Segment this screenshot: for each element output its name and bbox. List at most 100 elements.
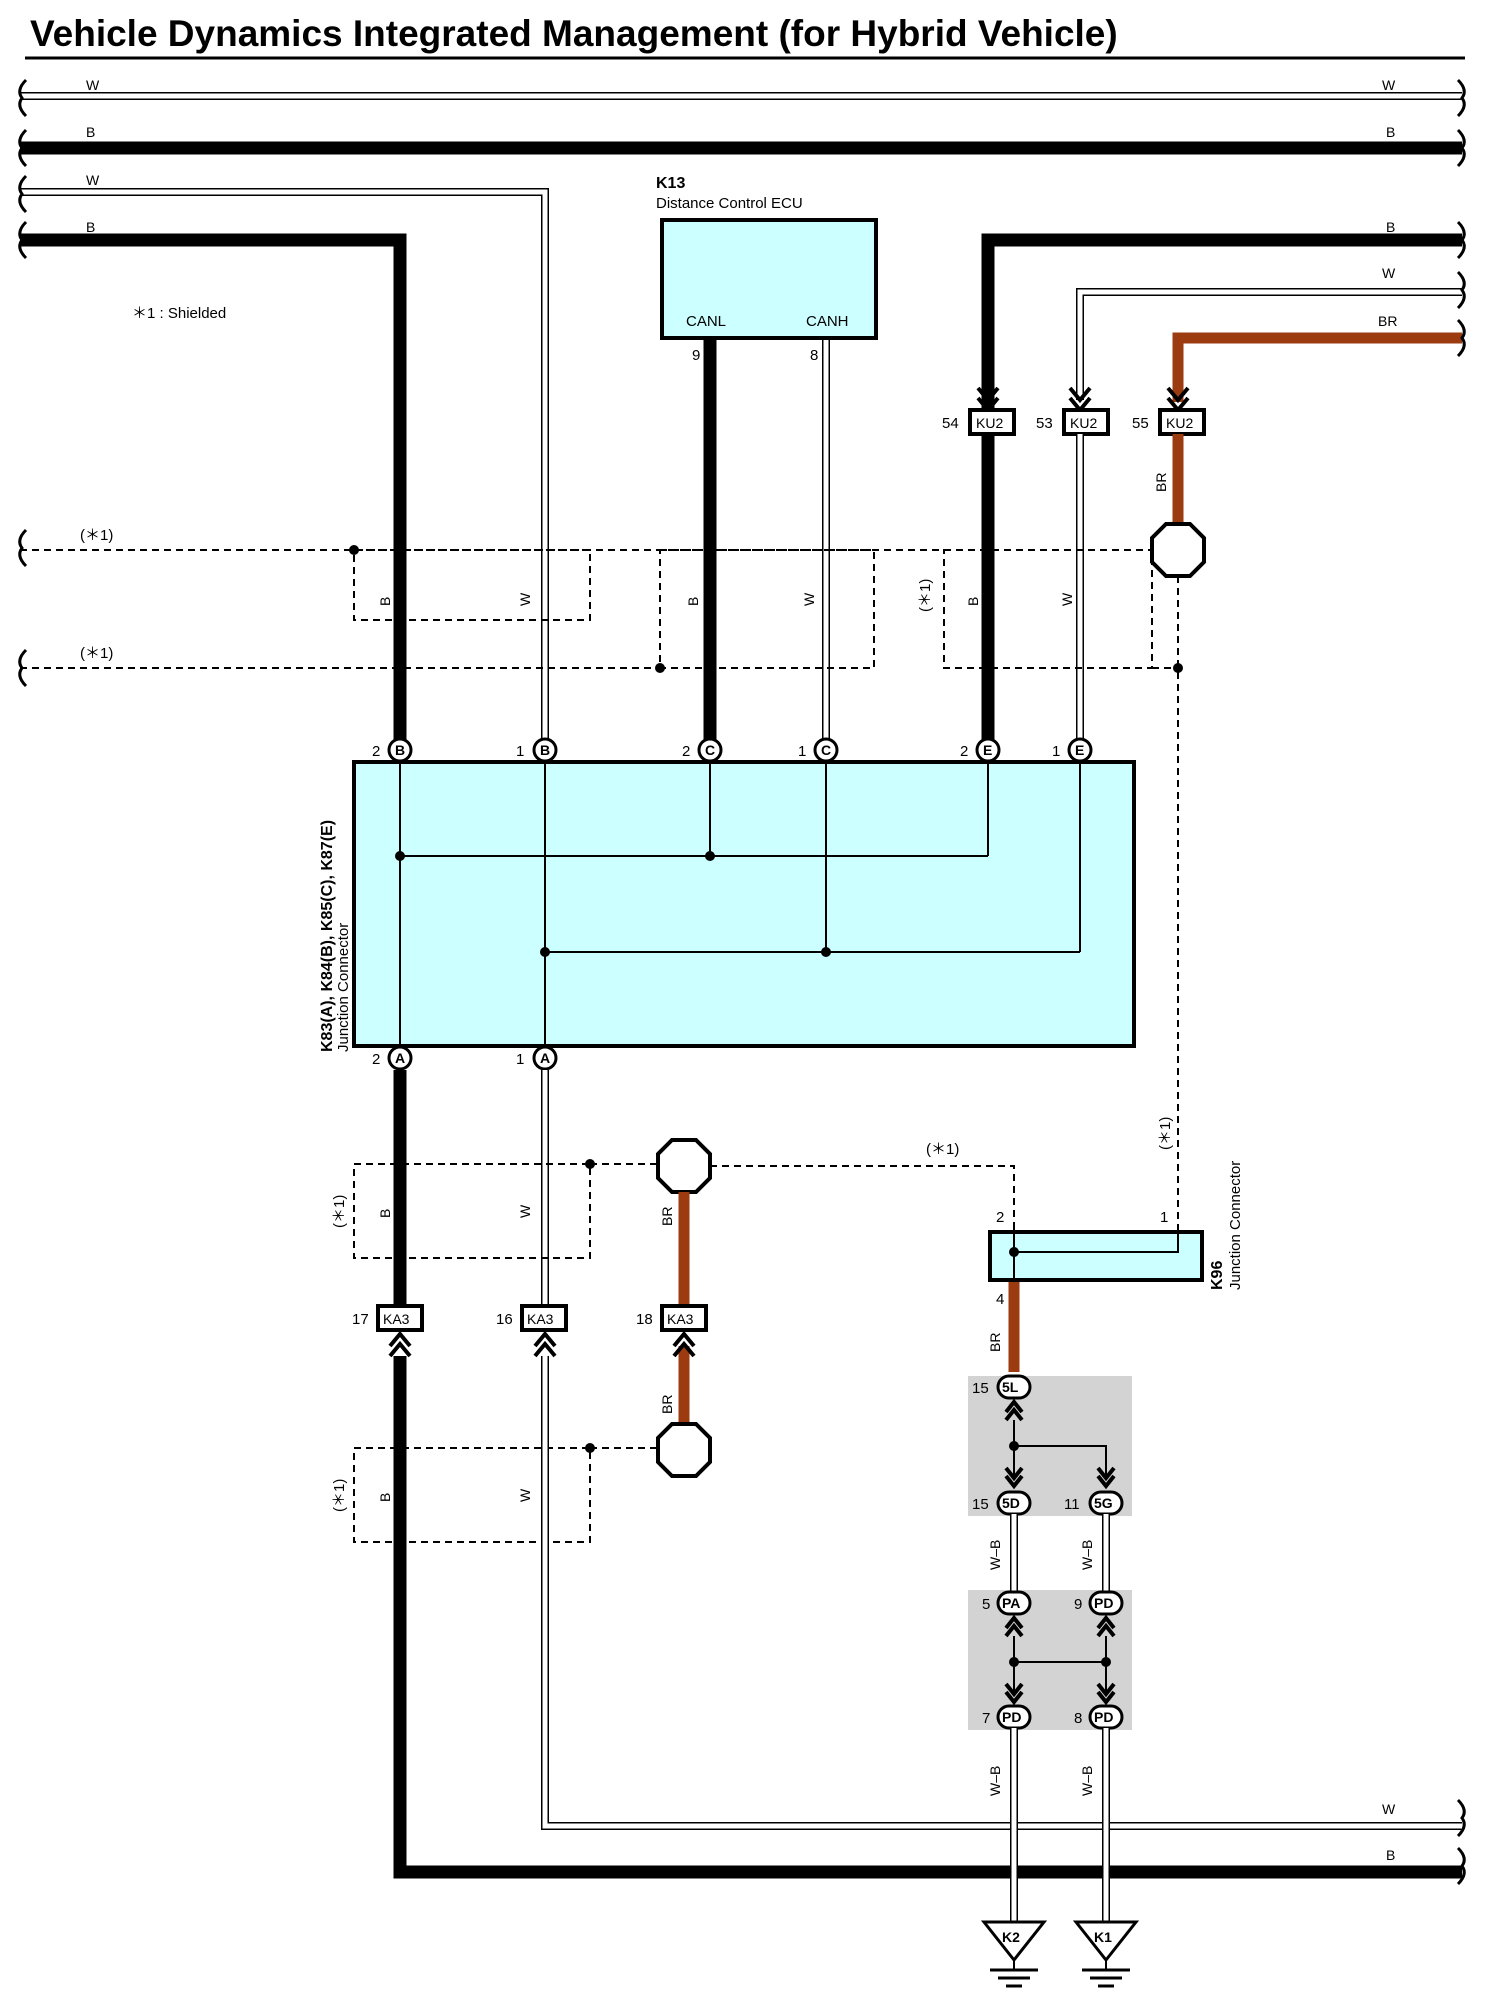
k96-pin-2: 2 xyxy=(996,1209,1004,1226)
svg-text:W: W xyxy=(1059,592,1075,606)
svg-text:1: 1 xyxy=(1052,743,1060,760)
ground-k2-icon xyxy=(980,1920,1048,1963)
k96-name: Junction Connector xyxy=(1227,1161,1244,1290)
shield-ground-splice-lower xyxy=(656,1422,712,1478)
ku2-connectors: KU2 KU2 KU2 54 53 55 xyxy=(942,386,1206,436)
svg-text:E: E xyxy=(983,742,992,758)
shield-label-vertical-right: (＊1) xyxy=(1157,1117,1174,1150)
wire-label-w-row3: W xyxy=(86,172,100,188)
shield-drain-wire-middle xyxy=(710,1165,1015,1226)
junction-top-pin-1C: C 1 xyxy=(798,737,839,763)
svg-text:1: 1 xyxy=(516,743,524,760)
svg-text:PA: PA xyxy=(1002,1595,1020,1611)
svg-text:W–B: W–B xyxy=(987,1766,1003,1796)
svg-text:5L: 5L xyxy=(1002,1379,1019,1395)
ecu-code: K13 xyxy=(656,175,685,192)
svg-text:2: 2 xyxy=(372,1051,380,1068)
svg-text:5D: 5D xyxy=(1002,1495,1020,1511)
svg-text:W: W xyxy=(517,1488,533,1502)
shield-label-row2: (＊1) xyxy=(80,645,113,662)
svg-text:2: 2 xyxy=(372,743,380,760)
shield-ground-splice-middle xyxy=(656,1138,712,1194)
wire-label-br-right: BR xyxy=(1378,313,1397,329)
shield-label-k87: (＊1) xyxy=(917,579,934,612)
junction-main-box xyxy=(352,760,1136,1048)
svg-text:11: 11 xyxy=(1064,1496,1080,1513)
ecu-name: Distance Control ECU xyxy=(656,195,803,212)
svg-text:KA3: KA3 xyxy=(667,1311,694,1327)
svg-text:E: E xyxy=(1075,742,1084,758)
shield-ground-splice-upper-right xyxy=(1150,522,1206,578)
ku2-code-53: KU2 xyxy=(1070,415,1097,431)
terminal-PD-9 xyxy=(1088,1590,1124,1616)
svg-text:K2: K2 xyxy=(1002,1929,1020,1945)
ka3-pin-17: 17 xyxy=(352,1311,369,1328)
svg-text:8: 8 xyxy=(1074,1710,1082,1727)
shield-label-middle: (＊1) xyxy=(926,1141,959,1158)
svg-text:5G: 5G xyxy=(1094,1495,1113,1511)
ku2-connector-54 xyxy=(968,408,1016,436)
svg-text:9: 9 xyxy=(1074,1596,1082,1613)
svg-text:W: W xyxy=(517,1204,533,1218)
wire-label-w-top-left: W xyxy=(86,77,100,93)
svg-text:B: B xyxy=(965,597,981,606)
k96-code: K96 xyxy=(1209,1261,1226,1290)
junction-top-pin-2E: E 2 xyxy=(960,737,1001,763)
junction-top-pin-1E: E 1 xyxy=(1052,737,1093,763)
svg-text:W: W xyxy=(517,592,533,606)
ka3-pin-16: 16 xyxy=(496,1311,513,1328)
left-braces xyxy=(18,78,28,688)
shielded-note: ＊1 : Shielded xyxy=(132,305,226,322)
svg-text:K1: K1 xyxy=(1094,1929,1112,1945)
svg-text:1: 1 xyxy=(516,1051,524,1068)
wire-label-b-top-left: B xyxy=(86,124,95,140)
svg-text:(＊1): (＊1) xyxy=(331,1479,348,1512)
k96-pin-1: 1 xyxy=(1160,1209,1168,1226)
svg-text:7: 7 xyxy=(982,1710,990,1727)
junction-block-upper-terminals: 5L 15 5D 15 5G 11 xyxy=(972,1374,1124,1516)
svg-text:B: B xyxy=(685,597,701,606)
ku2-code-55: KU2 xyxy=(1166,415,1193,431)
ground-k2: K2 xyxy=(980,1920,1048,1988)
ku2-code-54: KU2 xyxy=(976,415,1003,431)
svg-text:KA3: KA3 xyxy=(383,1311,410,1327)
top-bus-wires: W W B B W B B W BR xyxy=(20,77,1462,742)
ground-k1-icon xyxy=(1072,1920,1140,1963)
wire-label-w-right: W xyxy=(1382,265,1396,281)
svg-text:PD: PD xyxy=(1094,1709,1113,1725)
svg-text:W–B: W–B xyxy=(1079,1540,1095,1570)
junction-bottom-pin-2A: A 2 xyxy=(372,1045,413,1071)
shield-label-row1: (＊1) xyxy=(80,527,113,544)
svg-text:A: A xyxy=(540,1050,550,1066)
junction-top-pin-2C: C 2 xyxy=(682,737,723,763)
ka3-connectors: KA3 KA3 KA3 17 16 18 xyxy=(352,1304,708,1358)
ka3-connector-16 xyxy=(520,1304,568,1332)
ecu-pin-9: 9 xyxy=(692,347,700,364)
svg-text:BR: BR xyxy=(987,1333,1003,1352)
wire-label-b-right: B xyxy=(1386,219,1395,235)
svg-text:2: 2 xyxy=(960,743,968,760)
svg-text:15: 15 xyxy=(972,1380,989,1397)
svg-text:PD: PD xyxy=(1094,1595,1113,1611)
svg-text:B: B xyxy=(540,742,550,758)
right-braces xyxy=(1456,78,1466,1886)
ecu-box xyxy=(660,218,878,340)
svg-text:PD: PD xyxy=(1002,1709,1021,1725)
svg-text:B: B xyxy=(377,1493,393,1502)
page-title: Vehicle Dynamics Integrated Management (… xyxy=(30,13,1118,54)
svg-text:15: 15 xyxy=(972,1496,989,1513)
wire-label-br-ku2: BR xyxy=(1153,473,1169,492)
svg-text:KA3: KA3 xyxy=(527,1311,554,1327)
svg-text:(＊1): (＊1) xyxy=(331,1195,348,1228)
junction-bottom-pin-1A: A 1 xyxy=(516,1045,558,1071)
ecu-pin-8: 8 xyxy=(810,347,818,364)
ground-k1: K1 xyxy=(1072,1920,1140,1988)
ka3-connector-17 xyxy=(376,1304,424,1332)
svg-text:C: C xyxy=(705,742,715,758)
ecu-pin-canh-label: CANH xyxy=(806,313,849,330)
ka3-connector-18 xyxy=(660,1304,708,1332)
junction-main-name: Junction Connector xyxy=(335,923,352,1052)
wire-label-b-bottom: B xyxy=(1386,1847,1395,1863)
svg-text:B: B xyxy=(377,1209,393,1218)
